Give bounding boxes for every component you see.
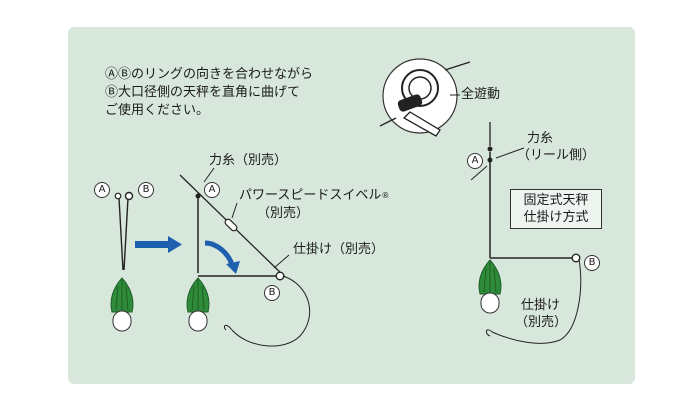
fixed-method-box: 固定式天秤 仕掛け方式 (510, 189, 602, 229)
right-rig-label: 仕掛け (521, 298, 561, 313)
swivel-name: パワースピードスイベル (239, 188, 382, 203)
fixed-method-line-1: 固定式天秤 (523, 193, 589, 208)
rig-label-middle: 仕掛け（別売） (293, 242, 385, 257)
instruction-line-3: ご使用ください。 (105, 103, 210, 118)
full-swivel-label: 全遊動 (461, 87, 501, 102)
label-a-left: A (94, 182, 110, 198)
registered-mark: ® (381, 191, 390, 200)
sinker-right (478, 259, 502, 314)
label-a-middle: A (204, 182, 220, 198)
right-rig-sold-label: （別売） (515, 315, 568, 330)
balance-bent (179, 167, 311, 347)
right-main-line-label: 力糸 (527, 131, 554, 146)
swivel-label: パワースピードスイベル® (239, 187, 389, 204)
instruction-line-2: Ⓑ大口径側の天秤を直角に曲げて (105, 85, 301, 100)
fixed-method-line-2: 仕掛け方式 (523, 210, 589, 225)
label-b-middle: B (264, 285, 280, 301)
fixed-balance (470, 122, 582, 344)
instruction-text: ⒶⒷのリングの向きを合わせながら Ⓑ大口径側の天秤を直角に曲げて ご使用ください… (105, 66, 313, 120)
label-b-right: B (584, 255, 600, 271)
label-a-right: A (467, 153, 483, 169)
main-line-label: 力糸（別売） (209, 153, 288, 168)
full-swivel-inset (379, 58, 471, 137)
instruction-line-1: ⒶⒷのリングの向きを合わせながら (105, 67, 314, 82)
balance-before (110, 191, 134, 332)
blue-arrow (135, 236, 182, 253)
label-b-left: B (138, 182, 154, 198)
right-reel-side-label: （リール側） (517, 148, 596, 163)
sinker-middle (186, 277, 210, 332)
sinker-left (110, 277, 134, 332)
swivel-sold-separately: （別売） (257, 206, 310, 221)
